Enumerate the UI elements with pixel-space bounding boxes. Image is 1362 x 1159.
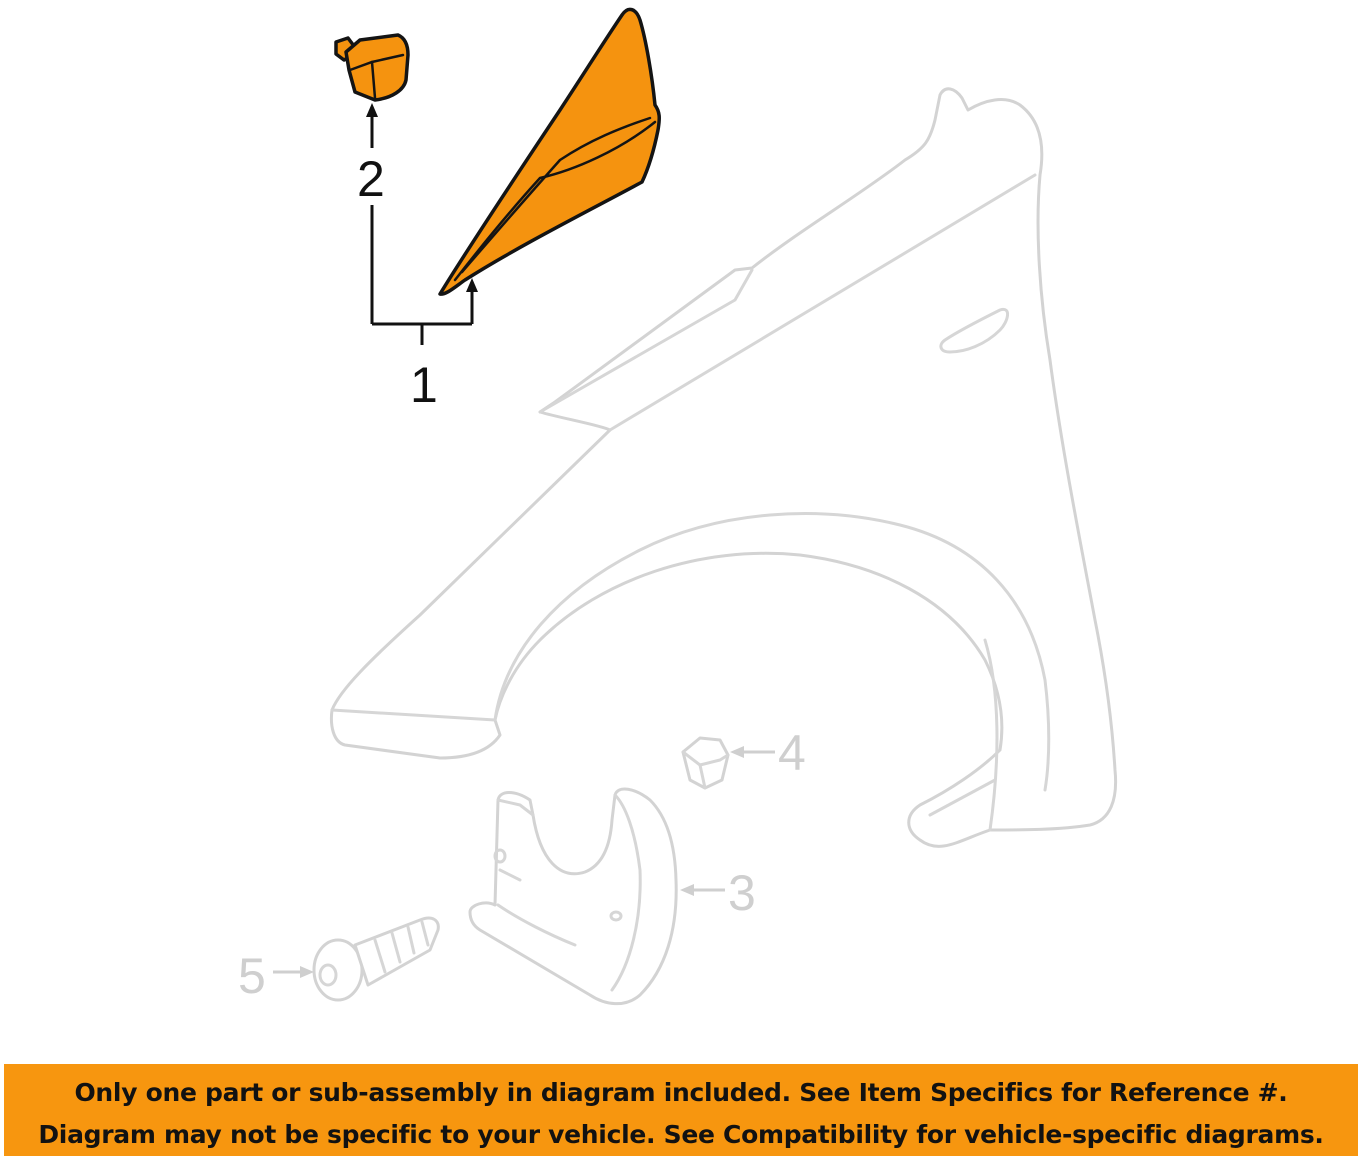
parts-diagram: 1 2 3 4 5 [238,7,1118,1006]
disclaimer-banner: Only one part or sub-assembly in diagram… [4,1064,1358,1156]
disclaimer-line-2: Diagram may not be specific to your vehi… [38,1120,1324,1149]
arrowhead [730,746,744,758]
callout-1: 1 [410,357,438,413]
callout-5: 5 [238,948,266,1004]
arrowhead [466,278,478,292]
clip-part [334,33,410,102]
nut-part [681,736,730,790]
fender-panel [329,87,1118,848]
bolt-part [312,916,440,1002]
arrowhead [366,103,378,117]
disclaimer-line-1: Only one part or sub-assembly in diagram… [74,1078,1288,1107]
leader-lines [273,103,775,978]
callout-4: 4 [778,725,806,781]
arrowhead [680,884,694,896]
arrowhead [300,966,314,978]
callout-3: 3 [728,865,756,921]
garnish-molding-part [438,7,661,296]
callout-2: 2 [357,151,385,207]
mud-flap-part [468,787,678,1006]
